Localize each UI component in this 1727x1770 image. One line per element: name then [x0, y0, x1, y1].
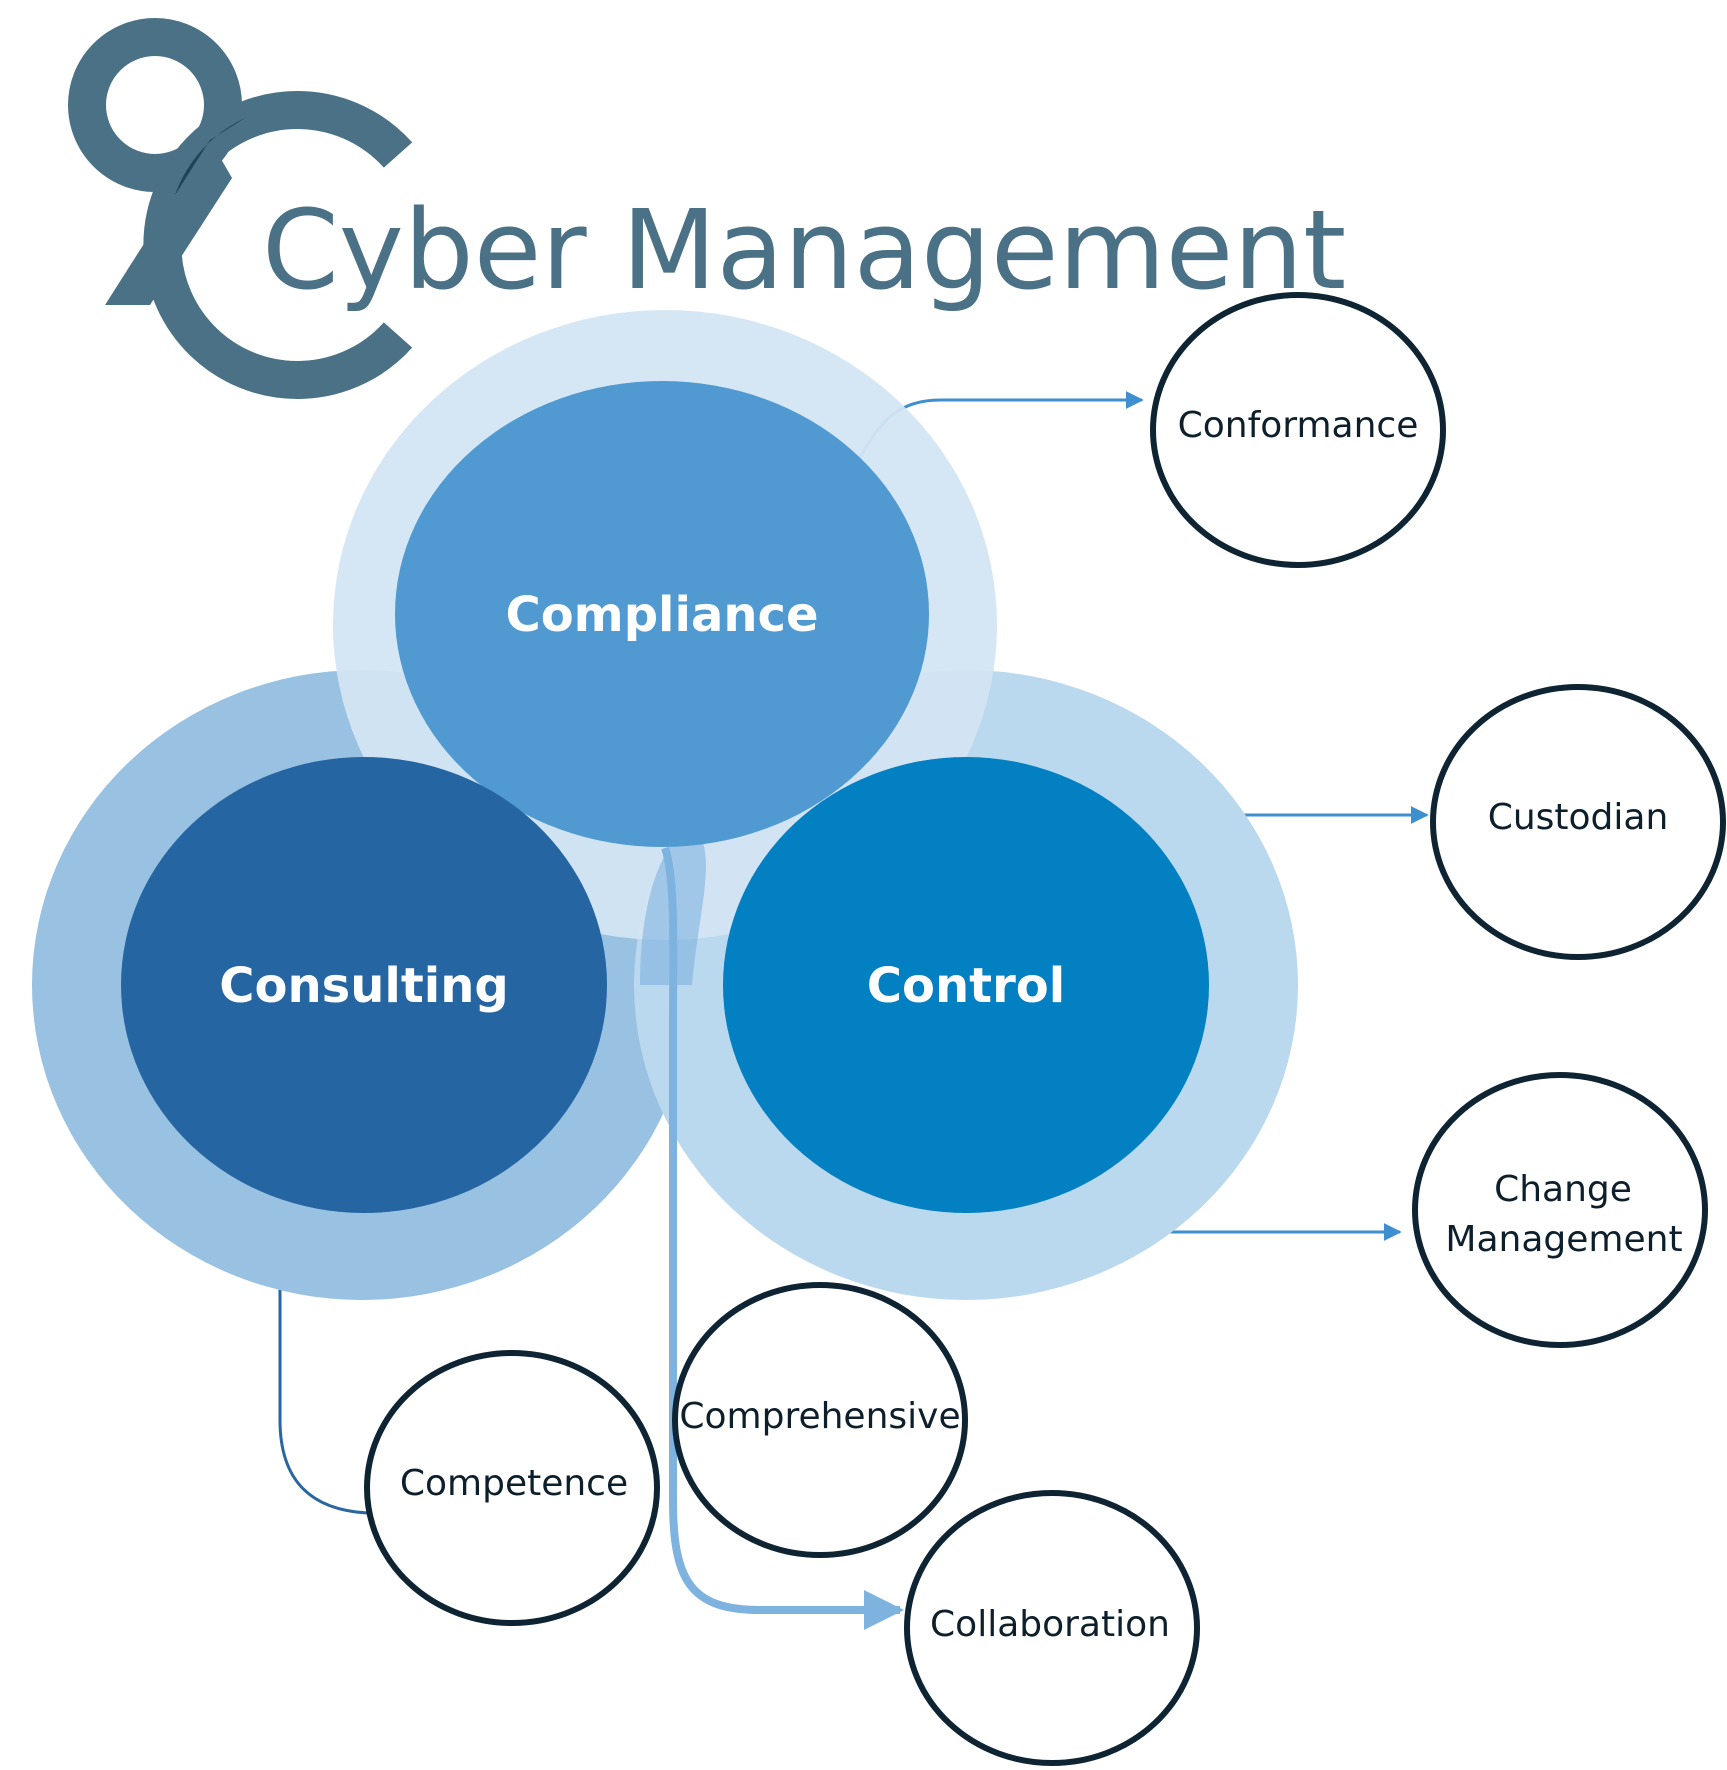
hub-label-consulting: Consulting [219, 958, 509, 1014]
logo-wordmark: Cyber Management [262, 186, 1346, 314]
node-label-comprehensive: Comprehensive [679, 1396, 960, 1437]
hub-label-compliance: Compliance [505, 587, 818, 643]
hub-control[interactable] [723, 757, 1209, 1213]
node-label-custodian: Custodian [1488, 797, 1669, 838]
node-label-competence: Competence [400, 1463, 628, 1504]
hub-cores: Compliance Consulting Control [121, 381, 1209, 1213]
outer-nodes: Conformance Custodian Change Management … [364, 292, 1726, 1766]
node-competence[interactable]: Competence [364, 1350, 660, 1626]
node-comprehensive[interactable]: Comprehensive [672, 1282, 968, 1558]
hub-consulting[interactable] [121, 757, 607, 1213]
logo: Cyber Management [68, 18, 1346, 399]
connector-competence-consulting [271, 1195, 369, 1515]
node-conformance[interactable]: Conformance [1150, 292, 1446, 568]
logo-9c-monogram-icon [68, 18, 413, 399]
node-label-change-management-line-2: Management [1445, 1219, 1682, 1260]
hub-compliance[interactable] [395, 381, 929, 847]
hub-label-control: Control [867, 958, 1065, 1014]
node-change-management[interactable]: Change Management [1412, 1072, 1708, 1348]
connector-compliance-collaboration [661, 846, 904, 1630]
node-label-conformance: Conformance [1178, 405, 1419, 446]
node-collaboration[interactable]: Collaboration [904, 1490, 1200, 1766]
node-custodian[interactable]: Custodian [1430, 684, 1726, 960]
node-label-change-management-line-1: Change [1494, 1169, 1632, 1210]
node-label-collaboration: Collaboration [930, 1604, 1170, 1645]
